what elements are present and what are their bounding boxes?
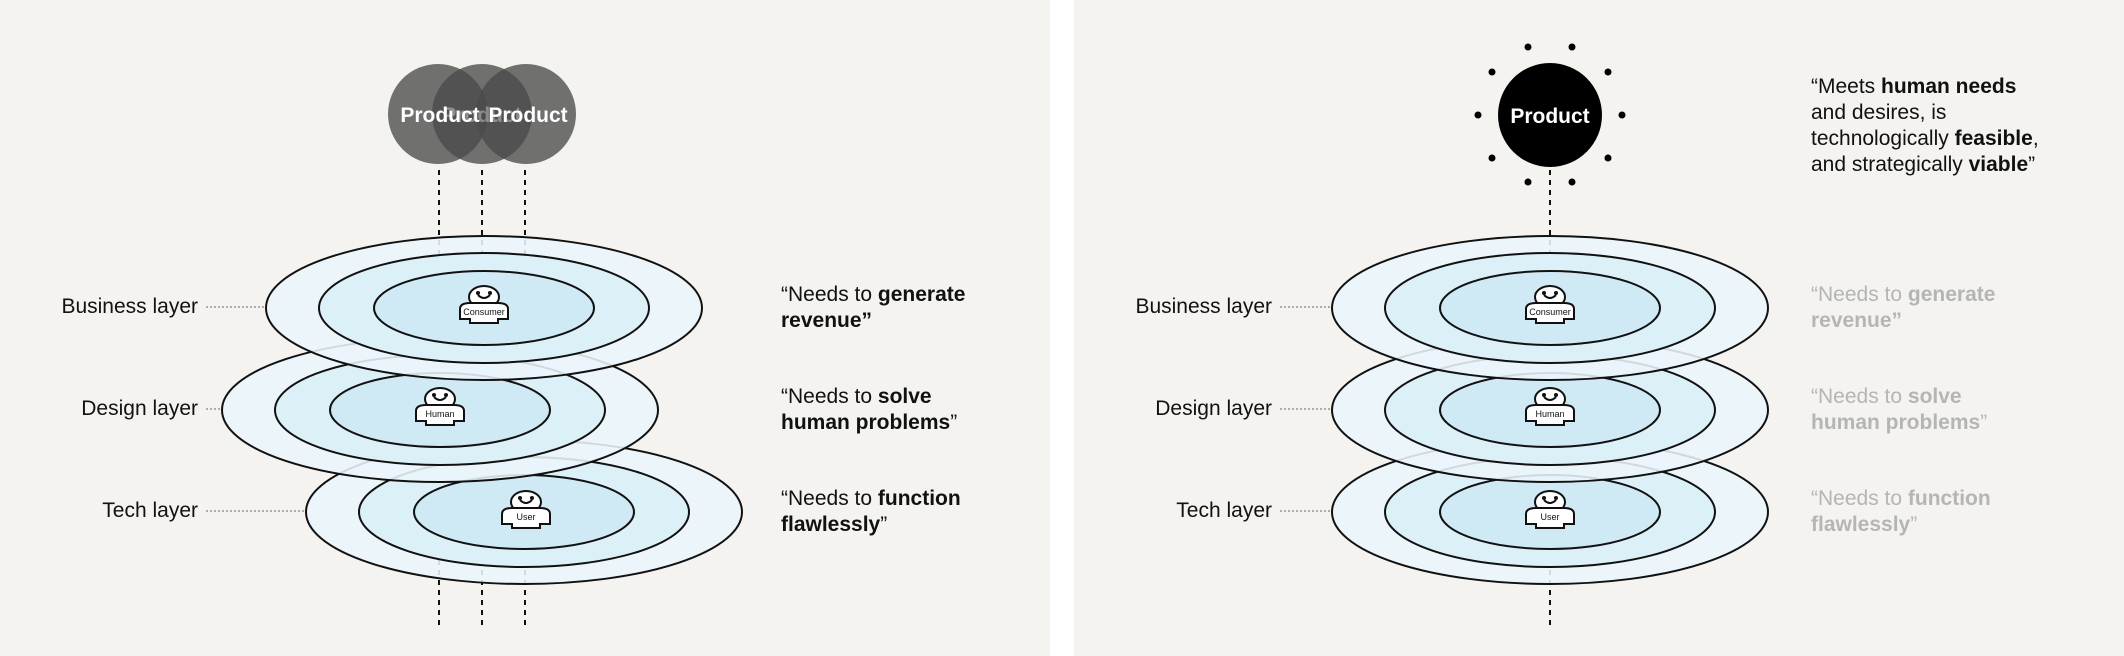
business-layer-label: Business layer [1135,295,1272,318]
design-layer-label: Design layer [81,397,198,420]
design-quote-bold: solve human problems [781,385,951,434]
tech-quote-text: “Needs to [781,487,878,510]
tech-quote-bold: function flawlessly [781,487,961,536]
tech-quote-end: ” [880,513,888,536]
user-icon: User [501,490,551,529]
statement-part-4: ” [2028,153,2036,176]
right-diagram: Consumer Human User [1280,43,1769,630]
consumer-icon-label: Consumer [463,307,505,317]
product-circles: Product Product Product [388,64,576,164]
product-label-2: Product [442,104,521,127]
statement-bold-1: human needs [1881,75,2017,98]
design-layer-label: Design layer [1155,397,1272,420]
design-quote-text: “Needs to [1811,385,1908,408]
design-quote-end: ” [950,411,958,434]
tech-layer-label: Tech layer [1176,499,1272,522]
business-quote-bold: generate revenue” [1811,283,1996,332]
human-icon-label: Human [1535,409,1564,419]
left-diagram: Consumer Human User Product Product [206,64,743,630]
design-quote: “Needs to solve human problems” [781,384,1061,436]
tech-layer-label: Tech layer [102,499,198,522]
business-quote-bold: generate revenue” [781,283,966,332]
consumer-icon-label: Consumer [1529,307,1571,317]
user-icon-label: User [1540,512,1559,522]
consumer-icon: Consumer [1525,285,1575,324]
tech-quote: “Needs to function flawlessly” [781,486,1061,538]
consumer-icon: Consumer [459,285,509,324]
business-layer-label: Business layer [61,295,198,318]
user-icon-label: User [516,512,535,522]
left-panel: Consumer Human User Product Product [0,0,1050,656]
human-icon: Human [415,387,465,426]
statement-bold-3: viable [1968,153,2029,176]
product-circle [1498,63,1602,167]
design-quote-text: “Needs to [781,385,878,408]
tech-quote-bold: function flawlessly [1811,487,1991,536]
tech-quote-text: “Needs to [1811,487,1908,510]
sun-rays [1474,43,1626,186]
human-icon-label: Human [425,409,454,419]
business-quote: “Needs to generate revenue” [1811,282,2091,334]
right-panel: Consumer Human User [1074,0,2124,656]
tech-quote-end: ” [1910,513,1918,536]
product-statement: “Meets human needs and desires, is techn… [1811,74,2101,178]
product-label-1: Product [400,104,479,127]
product-label-3: Product [488,104,567,127]
design-quote-bold: solve human problems [1811,385,1981,434]
user-icon: User [1525,490,1575,529]
design-quote-end: ” [1980,411,1988,434]
tech-quote: “Needs to function flawlessly” [1811,486,2091,538]
statement-part-2: and desires, is technologically [1811,101,1949,150]
product-sun: Product [1474,43,1626,186]
design-quote: “Needs to solve human problems” [1811,384,2091,436]
product-label: Product [1510,105,1589,128]
product-circle-3 [476,64,576,164]
business-quote-text: “Needs to [781,283,878,306]
human-icon: Human [1525,387,1575,426]
statement-bold-2: feasible [1954,127,2033,150]
business-quote-text: “Needs to [1811,283,1908,306]
statement-part-3: , and strategically [1811,127,2039,176]
statement-part-1: “Meets [1811,75,1882,98]
business-quote: “Needs to generate revenue” [781,282,1061,334]
